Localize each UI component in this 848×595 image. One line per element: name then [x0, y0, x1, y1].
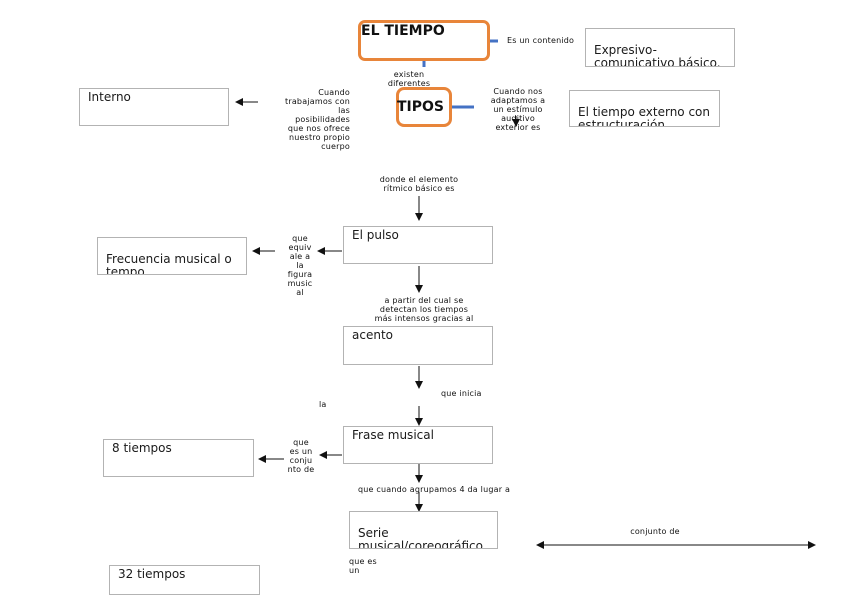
hub-el-tiempo-label: EL TIEMPO [361, 23, 445, 39]
node-frecuencia[interactable]: Frecuencia musical o tempo [97, 237, 247, 275]
node-acento[interactable]: acento [343, 326, 493, 365]
label-la: la [319, 400, 327, 409]
node-interno[interactable]: Interno [79, 88, 229, 126]
hub-el-tiempo[interactable]: EL TIEMPO [358, 20, 490, 61]
label-a-partir: a partir del cual se detectan los tiempo… [374, 296, 474, 323]
label-que-inicia: que inicia [441, 389, 482, 398]
node-serie-text: Serie musical/coreográfico [358, 526, 483, 549]
label-conjunto-de: conjunto de [630, 527, 680, 536]
node-treintados[interactable]: 32 tiempos [109, 565, 260, 595]
node-expresivo-text: Expresivo- comunicativo básico. [594, 43, 721, 67]
label-agrupamos: que cuando agrupamos 4 da lugar a [358, 485, 511, 494]
label-equivale: que equiv ale a la figura music al [287, 234, 313, 297]
node-acento-text: acento [352, 328, 393, 342]
label-que-es-un: que es un [349, 557, 377, 575]
label-es-un-conjunto: que es un conju nto de [287, 438, 315, 474]
node-ocho-tiempos-text: 8 tiempos [112, 441, 172, 455]
node-pulso[interactable]: El pulso [343, 226, 493, 264]
label-cuando-adaptamos: Cuando nos adaptamos a un estímulo audit… [490, 87, 546, 132]
node-externo[interactable]: El tiempo externo con estructuración [569, 90, 720, 127]
node-serie[interactable]: Serie musical/coreográfico [349, 511, 498, 549]
label-donde: donde el elemento rítmico básico es [379, 175, 459, 193]
node-externo-text: El tiempo externo con estructuración [578, 105, 711, 127]
node-interno-text: Interno [88, 90, 131, 104]
label-cuando-trabajamos: Cuando trabajamos con las posibilidades … [285, 88, 350, 151]
label-contenido: Es un contenido [507, 36, 575, 45]
hub-tipos-label: TIPOS [397, 99, 445, 115]
node-frase-text: Frase musical [352, 428, 434, 442]
node-expresivo[interactable]: Expresivo- comunicativo básico. [585, 28, 735, 67]
hub-tipos[interactable]: TIPOS [396, 87, 452, 127]
label-existen: existen diferentes [387, 70, 431, 88]
node-ocho-tiempos[interactable]: 8 tiempos [103, 439, 254, 477]
node-treintados-text: 32 tiempos [118, 567, 186, 581]
node-frecuencia-text: Frecuencia musical o tempo [106, 252, 232, 275]
node-pulso-text: El pulso [352, 228, 399, 242]
node-frase[interactable]: Frase musical [343, 426, 493, 464]
